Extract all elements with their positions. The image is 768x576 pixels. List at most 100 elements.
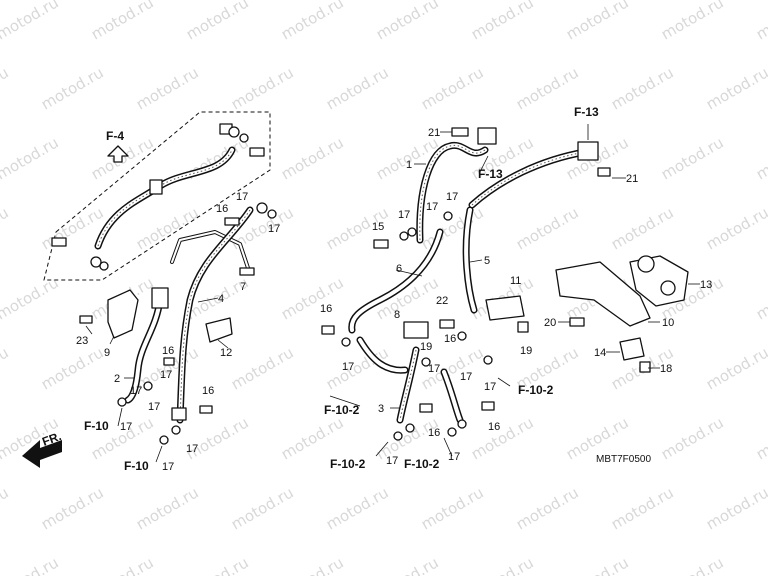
banjo-bolt — [249, 147, 265, 157]
hose-1 — [416, 141, 489, 244]
watermark-text: motod.ru — [38, 483, 107, 533]
front-direction-indicator: FR. — [22, 429, 63, 468]
bolt-16 — [163, 357, 175, 366]
sealing-washer — [399, 231, 409, 241]
watermark-text: motod.ru — [373, 553, 442, 576]
callout-19b: 19 — [420, 341, 432, 353]
ref-f102-c: F-10-2 — [404, 457, 440, 471]
callout-17p: 17 — [386, 455, 398, 467]
hose-4 — [176, 206, 254, 424]
center-assembly — [321, 127, 599, 441]
watermark-text: motod.ru — [228, 343, 297, 393]
nut-18 — [639, 361, 651, 373]
hose-8 — [356, 336, 409, 374]
watermark-text: motod.ru — [513, 63, 582, 113]
ref-f102-d: F-10-2 — [518, 383, 554, 397]
callout-21b: 21 — [626, 173, 638, 185]
bolt-19 — [517, 321, 529, 333]
hose-top-right — [468, 148, 589, 209]
sealing-washer — [143, 381, 153, 391]
watermark-text: motod.ru — [753, 0, 768, 43]
watermark-text: motod.ru — [0, 343, 12, 393]
watermark-text: motod.ru — [608, 483, 677, 533]
ref-f13-top: F-13 — [574, 105, 599, 119]
inset-f4-group: F-4 — [43, 111, 271, 281]
watermark-text: motod.ru — [183, 553, 252, 576]
sealing-washer — [483, 355, 493, 365]
sealing-washer — [447, 427, 457, 437]
joint-block — [151, 287, 169, 309]
sealing-washer — [171, 425, 181, 435]
watermark-text: motod.ru — [658, 553, 727, 576]
bolt-16 — [321, 325, 335, 335]
callout-17l: 17 — [342, 361, 354, 373]
callout-19a: 19 — [520, 345, 532, 357]
banjo-washer — [90, 256, 102, 268]
callout-16a: 16 — [216, 203, 228, 215]
watermark-text: motod.ru — [753, 553, 768, 576]
bolt-20 — [569, 317, 585, 327]
sealing-washer — [393, 431, 403, 441]
callout-15: 15 — [372, 221, 384, 233]
callout-17g: 17 — [186, 443, 198, 455]
watermark-text: motod.ru — [608, 63, 677, 113]
sealing-washer — [239, 133, 249, 143]
callout-17h: 17 — [160, 369, 172, 381]
watermark-text: motod.ru — [278, 133, 347, 183]
joint-block-8 — [403, 321, 429, 339]
watermark-text: motod.ru — [608, 203, 677, 253]
callout-16f: 16 — [428, 427, 440, 439]
ref-f102-a: F-10-2 — [324, 403, 360, 417]
watermark-text: motod.ru — [133, 203, 202, 253]
callout-10: 10 — [662, 317, 674, 329]
callout-12: 12 — [220, 347, 232, 359]
watermark-text: motod.ru — [563, 553, 632, 576]
right-assembly — [555, 167, 689, 373]
left-assembly — [79, 202, 277, 445]
watermark-text: motod.ru — [228, 483, 297, 533]
callout-5: 5 — [484, 255, 490, 267]
watermark-text: motod.ru — [38, 63, 107, 113]
bolt-15 — [373, 239, 389, 249]
watermark-text: motod.ru — [183, 413, 252, 463]
clamp-11 — [485, 295, 525, 321]
ref-f13-mid: F-13 — [478, 167, 503, 181]
sealing-washer — [159, 435, 169, 445]
ref-f10-b: F-10 — [124, 459, 149, 473]
callout-17n: 17 — [460, 371, 472, 383]
watermark-text: motod.ru — [753, 413, 768, 463]
callout-2: 2 — [114, 373, 120, 385]
sealing-washer — [421, 357, 431, 367]
callout-1: 1 — [406, 159, 412, 171]
callout-17b: 17 — [268, 223, 280, 235]
watermark-text: motod.ru — [658, 413, 727, 463]
bolt-7 — [239, 267, 255, 276]
front-arrow-icon — [22, 440, 62, 468]
sealing-washer — [341, 337, 351, 347]
diagram-code: MBT7F0500 — [596, 454, 651, 465]
hose-clamp — [149, 179, 163, 195]
callout-6: 6 — [396, 263, 402, 275]
bolt-16 — [199, 405, 213, 414]
watermark-text: motod.ru — [468, 413, 537, 463]
callout-4: 4 — [218, 293, 224, 305]
sealing-washer — [407, 227, 417, 237]
callout-18: 18 — [660, 363, 672, 375]
bolt-16 — [419, 403, 433, 413]
watermark-text: motod.ru — [0, 483, 12, 533]
valve-cap — [637, 255, 655, 273]
watermark-text: motod.ru — [0, 203, 12, 253]
watermark-text: motod.ru — [753, 133, 768, 183]
watermark-text: motod.ru — [133, 63, 202, 113]
watermark-text: motod.ru — [513, 483, 582, 533]
hose-3 — [396, 346, 420, 424]
callout-21a: 21 — [428, 127, 440, 139]
three-way-joint — [577, 141, 599, 161]
hose-5 — [462, 206, 478, 314]
callout-17c: 17 — [130, 385, 142, 397]
watermark-text: motod.ru — [418, 483, 487, 533]
watermark-text: motod.ru — [513, 203, 582, 253]
stay-10 — [555, 261, 651, 327]
watermark-text: motod.ru — [278, 413, 347, 463]
